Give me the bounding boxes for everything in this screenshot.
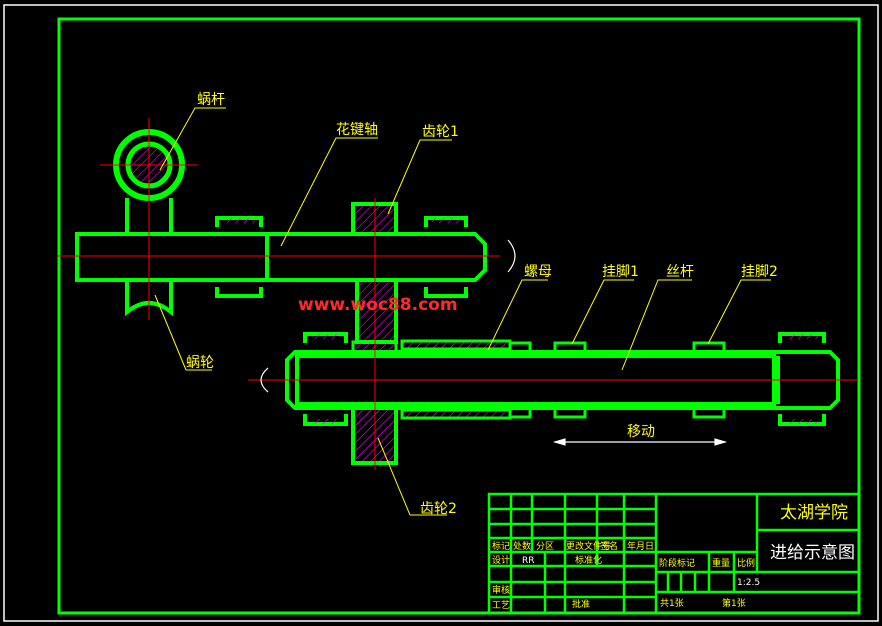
rev-col-date: 年月日 [627,540,654,552]
tb-approve: 批准 [572,598,590,610]
leader-lines [154,107,771,516]
label-spline-shaft: 花键轴 [336,122,378,138]
rotation-arcs [260,239,516,393]
tb-weight: 重量 [712,557,730,569]
label-foot-1: 挂脚1 [602,264,639,280]
tb-process: 工艺 [492,600,510,611]
label-lead-screw: 丝杆 [666,264,694,280]
rev-col-zone: 分区 [536,541,554,552]
tb-design: 设计 [492,554,510,566]
label-foot-2: 挂脚2 [741,264,778,280]
tb-scale: 比例 [737,557,755,569]
title-block [487,492,861,615]
label-worm: 蜗杆 [197,92,225,108]
tb-stage-mark: 阶段标记 [659,557,695,569]
rev-col-mark: 标记 [492,540,510,552]
rev-col-sign: 签名 [600,540,618,552]
label-gear-2: 齿轮2 [420,501,457,517]
tb-standardization: 标准化 [575,554,602,566]
tb-sheets-total: 共1张 [660,598,684,609]
revision-header: 标记 处数 分区 更改文件号 签名 年月日 [492,540,654,552]
label-gear-1: 齿轮1 [422,124,459,140]
rev-col-doc: 更改文件号 [566,540,611,552]
tb-scale-value: 1:2.5 [737,578,760,588]
tb-sheet-no: 第1张 [722,597,746,609]
watermark: www.woc88.com [298,295,458,315]
center-lines [57,118,858,470]
label-move: 移动 [627,424,655,440]
rev-col-count: 处数 [513,540,531,552]
move-arrow [552,438,728,446]
tb-design-value: RR [522,556,535,566]
label-worm-wheel: 蜗轮 [186,355,214,371]
drawing-frame [57,17,861,615]
tb-review: 审核 [492,584,510,596]
hanging-feet [508,341,726,419]
label-nut: 螺母 [524,264,552,280]
spline-shaft-upper [75,232,487,282]
sheet-outer-border [3,4,879,622]
drawing-name: 进给示意图 [770,543,855,563]
school-name: 太湖学院 [780,503,848,523]
bearing-brackets-upper [215,216,468,298]
bearing-brackets-lower [303,332,826,426]
